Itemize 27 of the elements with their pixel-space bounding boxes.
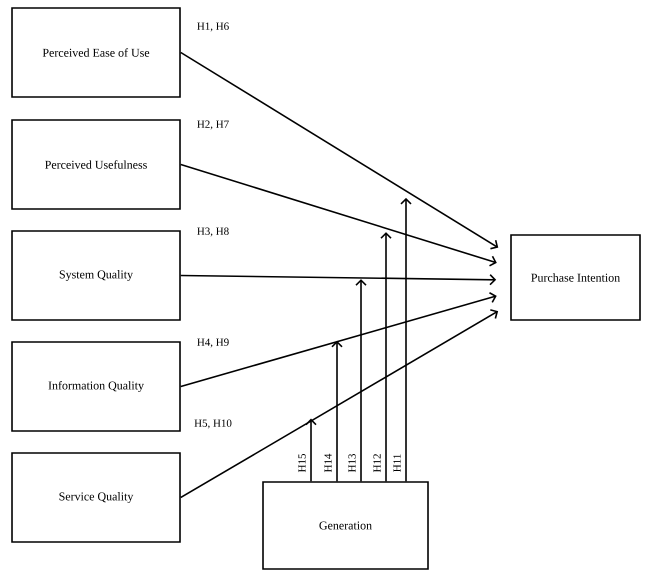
arrow: [180, 52, 498, 250]
construct-box: Perceived Ease of Use: [11, 7, 181, 98]
arrow: [400, 198, 412, 482]
arrow: [355, 279, 367, 482]
arrow: [380, 232, 392, 482]
arrow: [180, 274, 496, 286]
edge-label: H12: [372, 453, 382, 473]
edge-label: H5, H10: [193, 418, 233, 430]
edge-label: H13: [348, 453, 356, 473]
outcome-box: Purchase Intention: [510, 234, 641, 321]
arrow: [180, 164, 497, 266]
edge-label: H1, H6: [196, 22, 230, 32]
edge-label: H14: [324, 453, 332, 473]
edge-label: H4, H9: [196, 338, 230, 348]
construct-box: Information Quality: [11, 341, 181, 432]
edge-label: H11: [392, 453, 402, 473]
edge-label: H3, H8: [196, 226, 230, 238]
arrow: [180, 309, 498, 498]
arrow: [180, 292, 497, 388]
construct-box: Perceived Usefulness: [11, 119, 181, 210]
construct-box: System Quality: [11, 230, 181, 321]
arrow: [305, 418, 317, 482]
edge-label: H2, H7: [196, 120, 230, 130]
arrow: [331, 340, 343, 482]
edge-label: H15: [298, 453, 306, 473]
construct-box: Service Quality: [11, 452, 181, 543]
moderator-box: Generation: [262, 481, 429, 570]
